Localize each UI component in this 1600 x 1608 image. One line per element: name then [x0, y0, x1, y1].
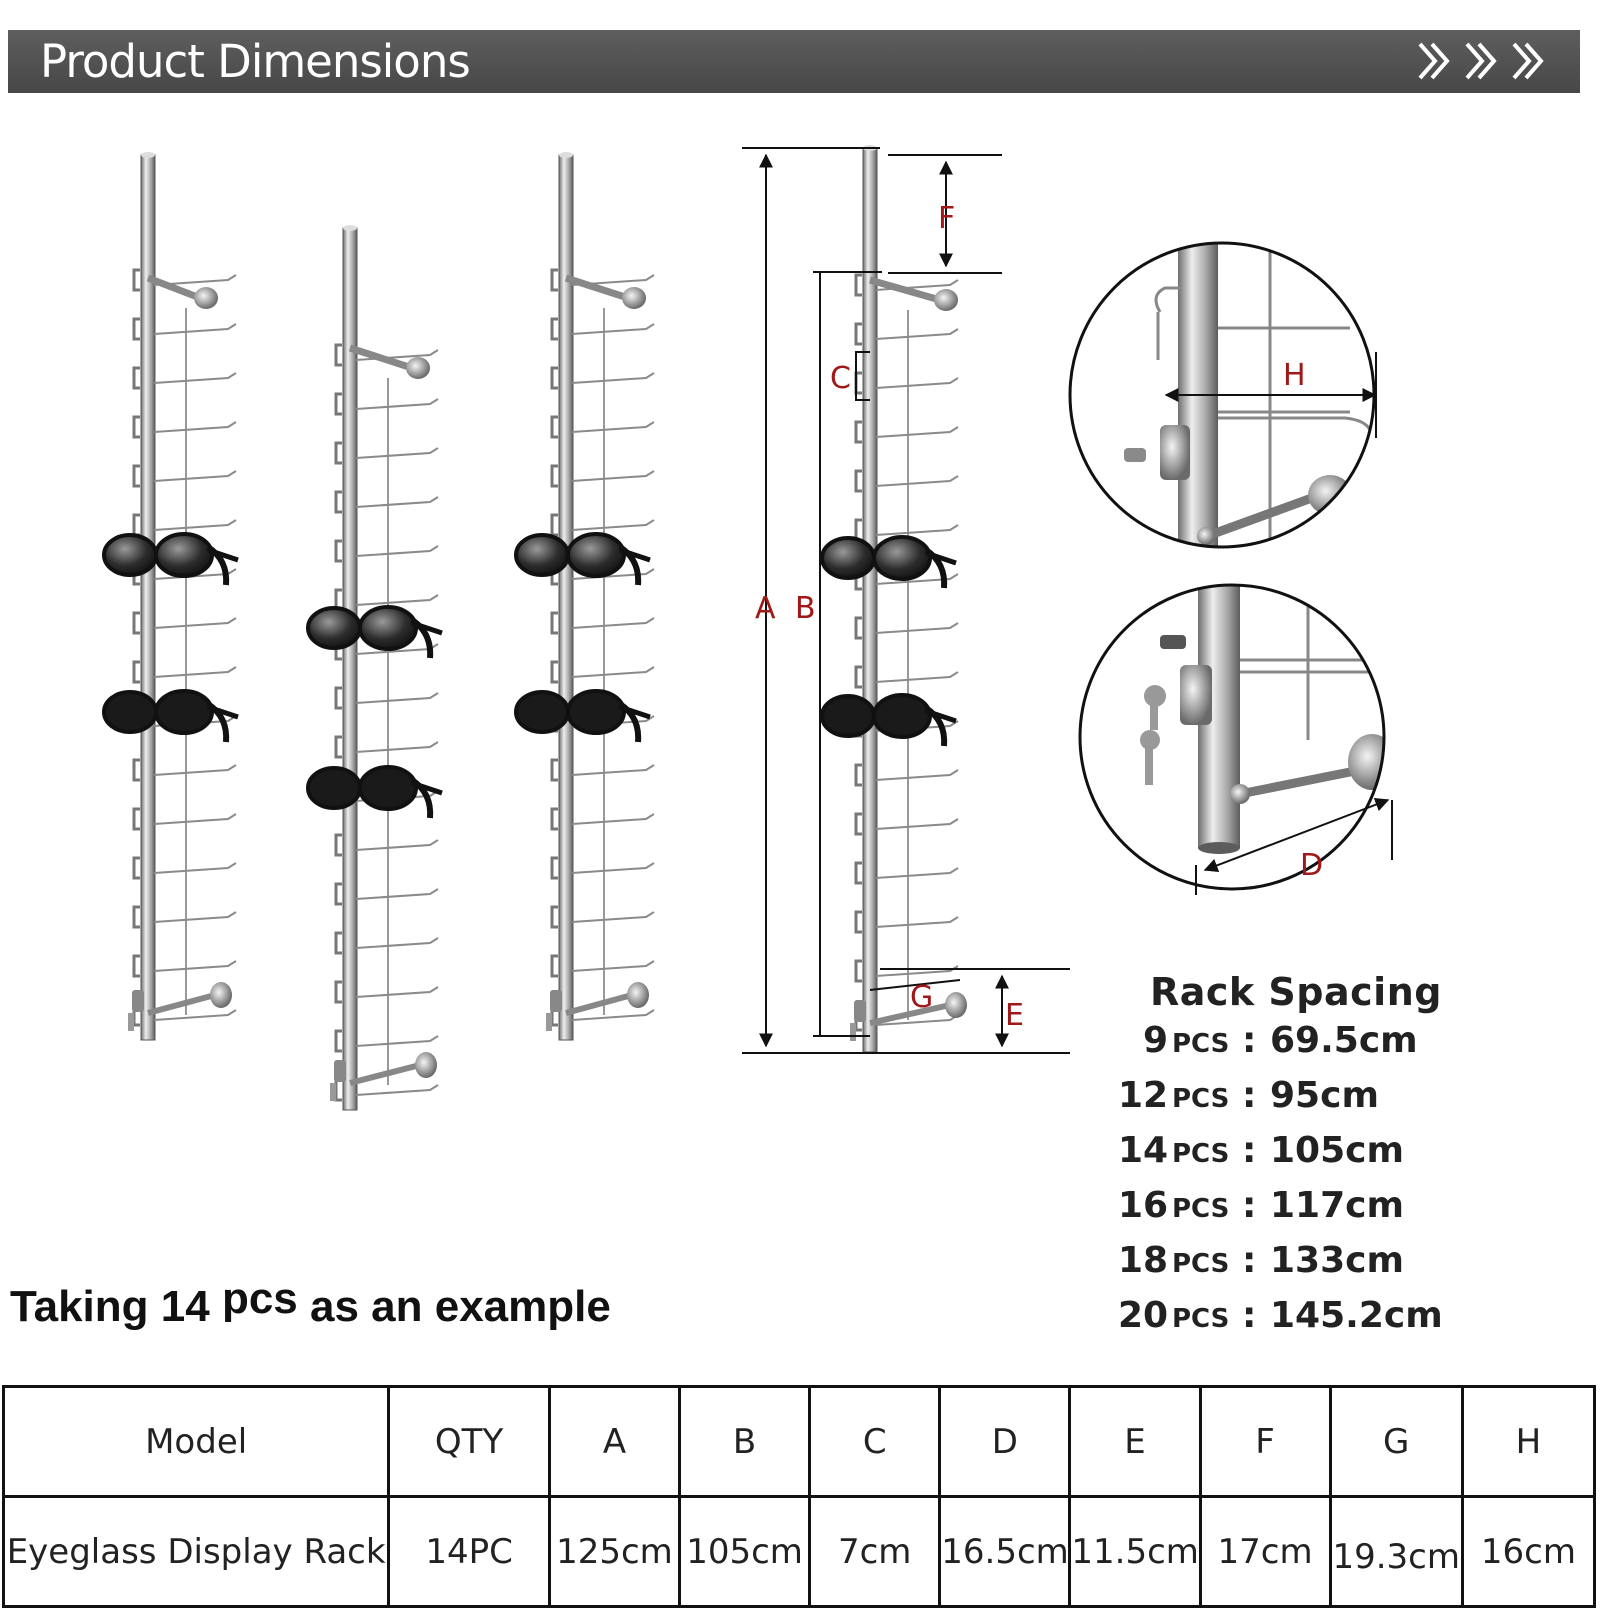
- header-cell: F: [1198, 1385, 1332, 1498]
- rack-4: [820, 145, 967, 1053]
- dimension-lines: [742, 147, 1070, 1054]
- header-cell: QTY: [387, 1385, 551, 1498]
- spacing-value: 133cm: [1270, 1240, 1404, 1281]
- label-g: G: [910, 980, 933, 1015]
- example-suffix: as an example: [310, 1282, 611, 1331]
- triple-chevron-right-icon: [1418, 42, 1544, 80]
- label-e: E: [1005, 998, 1024, 1033]
- page-title: Product Dimensions: [40, 35, 471, 88]
- rack-2: [306, 225, 443, 1111]
- table-cell: Eyeglass Display Rack: [1, 1495, 391, 1608]
- spacing-count: 16: [1118, 1185, 1169, 1226]
- table-header-row: Model QTY A B C D E F G H: [1, 1385, 1597, 1498]
- header-cell: B: [678, 1385, 812, 1498]
- spacing-count: 9: [1142, 1020, 1168, 1061]
- sunglasses-icon: [514, 532, 651, 586]
- spacing-count: 20: [1118, 1295, 1169, 1336]
- spacing-value: 145.2cm: [1270, 1295, 1443, 1336]
- example-prefix: Taking 14: [10, 1282, 210, 1331]
- header-cell: G: [1328, 1385, 1464, 1498]
- rack-spacing-title: Rack Spacing: [1150, 970, 1442, 1014]
- label-f: F: [938, 201, 955, 236]
- sunglasses-icon: [306, 765, 443, 819]
- table-cell: 17cm: [1198, 1495, 1332, 1608]
- label-a: A: [755, 591, 776, 626]
- spacing-unit: PCS: [1172, 1249, 1230, 1279]
- spacing-colon: :: [1242, 1075, 1257, 1116]
- spacing-colon: :: [1242, 1130, 1257, 1171]
- label-b: B: [795, 591, 816, 626]
- spacing-count: 14: [1118, 1130, 1169, 1171]
- spacing-colon: :: [1242, 1240, 1257, 1281]
- spacing-value: 69.5cm: [1270, 1020, 1418, 1061]
- sunglasses-icon: [102, 689, 239, 743]
- table-cell: 7cm: [808, 1495, 942, 1608]
- spacing-unit: PCS: [1172, 1194, 1230, 1224]
- spacing-value: 105cm: [1270, 1130, 1404, 1171]
- sunglasses-icon: [102, 532, 239, 586]
- sunglasses-icon: [306, 605, 443, 659]
- spacing-value: 95cm: [1270, 1075, 1379, 1116]
- header-bar: Product Dimensions: [8, 30, 1580, 93]
- spacing-count: 18: [1118, 1240, 1169, 1281]
- table-cell: 16.5cm: [938, 1495, 1072, 1608]
- header-cell: H: [1460, 1385, 1597, 1498]
- spacing-colon: :: [1242, 1020, 1257, 1061]
- label-h: H: [1283, 358, 1306, 393]
- spacing-unit: PCS: [1172, 1139, 1230, 1169]
- spacing-value: 117cm: [1270, 1185, 1404, 1226]
- rack-1: [102, 152, 239, 1041]
- sunglasses-icon: [820, 535, 957, 589]
- table-cell: 14PC: [387, 1495, 551, 1608]
- sunglasses-icon: [820, 693, 957, 747]
- table-row: Eyeglass Display Rack 14PC 125cm 105cm 7…: [1, 1495, 1597, 1608]
- table-cell: 125cm: [547, 1495, 682, 1608]
- dimension-table: Model QTY A B C D E F G H Eyeglass Displ…: [1, 1385, 1597, 1608]
- header-cell: D: [938, 1385, 1072, 1498]
- header-cell: E: [1068, 1385, 1202, 1498]
- header-cell: A: [547, 1385, 682, 1498]
- spacing-colon: :: [1242, 1185, 1257, 1226]
- spacing-unit: PCS: [1172, 1084, 1230, 1114]
- detail-circle-top: H: [1068, 241, 1377, 549]
- spacing-count: 12: [1118, 1075, 1169, 1116]
- label-c: C: [830, 361, 851, 396]
- sunglasses-icon: [514, 689, 651, 743]
- header-cell: C: [808, 1385, 942, 1498]
- table-cell: 105cm: [678, 1495, 812, 1608]
- spacing-unit: PCS: [1172, 1029, 1230, 1059]
- detail-circle-bottom: D: [1078, 583, 1393, 895]
- example-unit: pcs: [221, 1274, 298, 1323]
- spacing-unit: PCS: [1172, 1304, 1230, 1334]
- example-caption: Taking 14 pcs as an example: [10, 1274, 611, 1332]
- spacing-colon: :: [1242, 1295, 1257, 1336]
- label-d: D: [1300, 848, 1323, 883]
- rack-dimension-diagram: A B C F E G H: [102, 145, 1393, 1111]
- header-cell: Model: [1, 1385, 391, 1498]
- table-cell: 19.3cm: [1328, 1495, 1464, 1608]
- table-cell: 16cm: [1460, 1495, 1597, 1608]
- rack-3: [514, 152, 655, 1041]
- table-cell: 11.5cm: [1068, 1495, 1202, 1608]
